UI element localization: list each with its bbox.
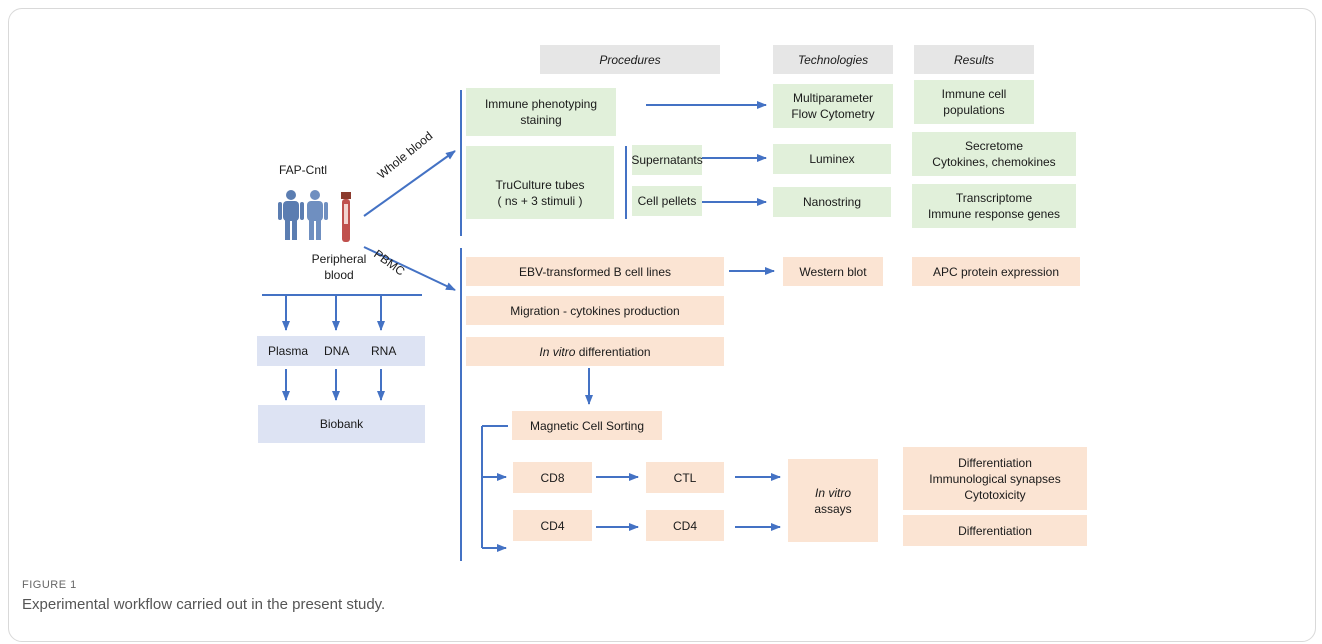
- result-cd4-box: Differentiation: [903, 515, 1087, 546]
- res-secretome-line-1: Secretome: [964, 139, 1024, 153]
- cd4-box-1: CD4: [513, 510, 592, 541]
- cd8-box: CD8: [513, 462, 592, 493]
- differentiation-text: differentiation: [575, 344, 651, 359]
- res-cd8-line-1: Differentiation: [958, 455, 1032, 470]
- cd4-box-2: CD4: [646, 510, 724, 541]
- res-secretome-line-2: Cytokines, chemokines: [932, 155, 1056, 169]
- in-vitro-assays-box: In vitro assays: [788, 459, 878, 542]
- res-transcriptome-line-1: Transcriptome: [955, 191, 1033, 205]
- sample-source-label: Peripheral blood: [309, 251, 369, 283]
- result-transcriptome-box: Transcriptome Immune response genes: [912, 184, 1076, 228]
- res-immune-line-1: Immune cell: [941, 87, 1007, 101]
- source-line-1: Peripheral: [311, 252, 367, 266]
- migration-box: Migration - cytokines production: [466, 296, 724, 325]
- res-cd8-line-2: Immunological synapses: [929, 471, 1061, 486]
- truculture-line-2: ( ns + 3 stimuli ): [497, 194, 583, 208]
- figure-caption: Experimental workflow carried out in the…: [22, 596, 386, 613]
- result-immune-populations-box: Immune cell populations: [914, 80, 1034, 124]
- plasma-label: Plasma: [268, 344, 309, 358]
- people-icon: [278, 190, 328, 240]
- header-technologies: Technologies: [773, 45, 893, 74]
- luminex-box: Luminex: [773, 144, 891, 174]
- in-vitro-italic: In vitro: [539, 344, 576, 359]
- source-line-2: blood: [324, 268, 354, 282]
- immune-staining-line-2: staining: [520, 113, 562, 127]
- truculture-line-1: TruCulture tubes: [495, 178, 585, 192]
- cell-pellets-box: Cell pellets: [632, 186, 702, 216]
- dna-label: DNA: [324, 344, 350, 358]
- res-cd8-line-3: Cytotoxicity: [964, 487, 1026, 502]
- sample-group-label: FAP-Cntl: [279, 163, 328, 177]
- apc-expression-box: APC protein expression: [912, 257, 1080, 286]
- in-vitro-differentiation-box: In vitro differentiation: [466, 337, 724, 366]
- supernatants-box: Supernatants: [631, 145, 703, 175]
- immune-staining-line-1: Immune phenotyping: [484, 97, 598, 111]
- western-blot-box: Western blot: [783, 257, 883, 286]
- header-procedures: Procedures: [540, 45, 720, 74]
- rna-label: RNA: [371, 344, 397, 358]
- assays-line-1: In vitro: [814, 485, 851, 500]
- truculture-box: TruCulture tubes ( ns + 3 stimuli ): [466, 146, 614, 219]
- result-secretome-box: Secretome Cytokines, chemokines: [912, 132, 1076, 176]
- flow-line-1: Multiparameter: [792, 91, 874, 105]
- biobank-box: Biobank: [258, 405, 425, 443]
- flow-cytometry-box: Multiparameter Flow Cytometry: [773, 84, 893, 128]
- assays-line-2: assays: [814, 501, 852, 516]
- header-results: Results: [914, 45, 1034, 74]
- ctl-box: CTL: [646, 462, 724, 493]
- result-cd8-box: Differentiation Immunological synapses C…: [903, 447, 1087, 510]
- plasma-dna-rna-box: Plasma DNA RNA: [257, 336, 425, 366]
- res-transcriptome-line-2: Immune response genes: [927, 207, 1061, 221]
- ebv-cell-lines-box: EBV-transformed B cell lines: [466, 257, 724, 286]
- immune-staining-box: Immune phenotyping staining: [466, 88, 616, 136]
- blood-tube-icon: [341, 192, 351, 242]
- magnetic-sorting-box: Magnetic Cell Sorting: [512, 411, 662, 440]
- res-immune-line-2: populations: [943, 103, 1005, 117]
- flow-line-2: Flow Cytometry: [791, 107, 875, 121]
- figure-label: FIGURE 1: [22, 579, 77, 591]
- nanostring-box: Nanostring: [773, 187, 891, 217]
